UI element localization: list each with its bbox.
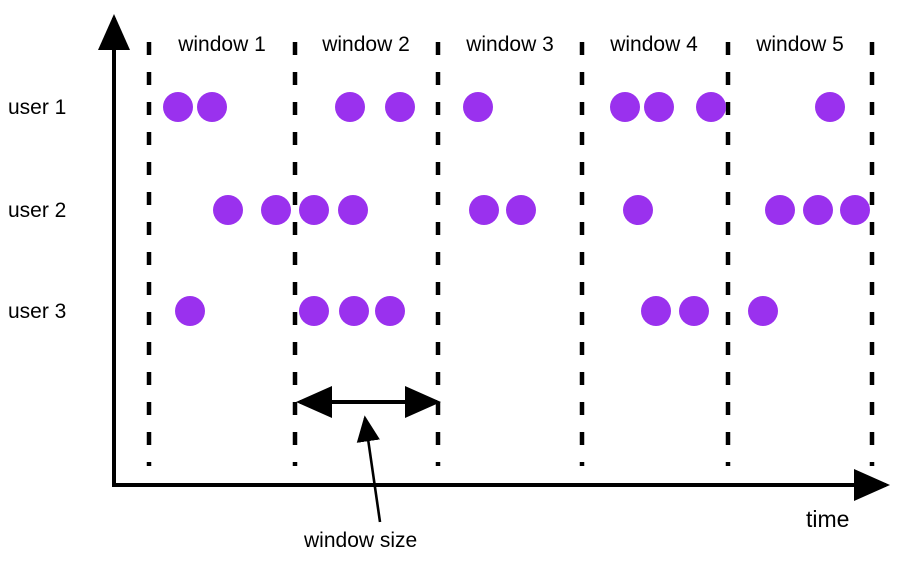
- window-labels: window 1 window 2 window 3 window 4 window 5: [177, 33, 844, 56]
- window-label-5: window 5: [755, 33, 844, 56]
- event-dot: [803, 195, 833, 225]
- event-dot: [765, 195, 795, 225]
- event-dot: [644, 92, 674, 122]
- event-dot: [469, 195, 499, 225]
- event-dot: [375, 296, 405, 326]
- window-size-leader-line: [356, 415, 382, 523]
- event-dot: [385, 92, 415, 122]
- user-row-labels: user 1 user 2 user 3: [8, 96, 66, 323]
- event-dot: [506, 195, 536, 225]
- event-dot: [335, 92, 365, 122]
- x-axis-label: time: [806, 506, 849, 532]
- axes: [98, 14, 890, 501]
- event-dot: [610, 92, 640, 122]
- event-dot: [163, 92, 193, 122]
- event-dot: [261, 195, 291, 225]
- user-row-label-2: user 2: [8, 199, 66, 222]
- event-dot: [748, 296, 778, 326]
- window-label-4: window 4: [609, 33, 698, 56]
- event-dot: [679, 296, 709, 326]
- event-dot: [299, 195, 329, 225]
- window-label-2: window 2: [321, 33, 410, 56]
- event-dot: [299, 296, 329, 326]
- window-size-label: window size: [303, 529, 417, 552]
- event-dot: [339, 296, 369, 326]
- window-boundaries: [146, 42, 875, 466]
- event-dot: [696, 92, 726, 122]
- event-dot: [197, 92, 227, 122]
- event-dot: [213, 195, 243, 225]
- event-dot: [641, 296, 671, 326]
- user-row-label-1: user 1: [8, 96, 66, 119]
- event-dot: [338, 195, 368, 225]
- event-dot: [623, 195, 653, 225]
- window-label-3: window 3: [465, 33, 554, 56]
- event-dots: [163, 92, 870, 326]
- window-size-annotation: window size: [296, 386, 441, 552]
- window-label-1: window 1: [177, 33, 266, 56]
- event-dot: [463, 92, 493, 122]
- user-row-label-3: user 3: [8, 300, 66, 323]
- event-dot: [840, 195, 870, 225]
- event-dot: [175, 296, 205, 326]
- event-dot: [815, 92, 845, 122]
